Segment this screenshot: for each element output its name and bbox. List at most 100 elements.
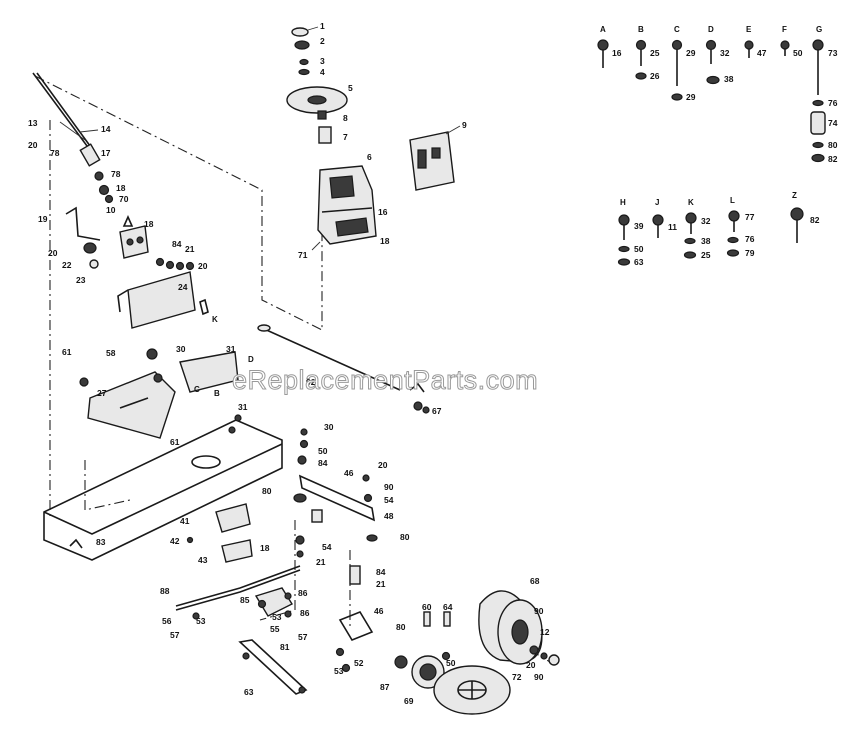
frame-bolt-2 — [234, 414, 242, 422]
hardware-letter-e: E — [746, 25, 752, 34]
bracket-41 — [215, 503, 251, 533]
callout-24: 24 — [178, 282, 188, 292]
callout-54-b: 54 — [322, 542, 332, 552]
letter-c-ref: C — [194, 385, 200, 394]
callout-29-c2: 29 — [686, 92, 696, 102]
hardware-letter-j: J — [655, 198, 659, 207]
instrument-plate — [409, 131, 455, 191]
hardware-key: A 16 B 25 26 C 29 29 D 32 38 E 47 F 50 — [597, 25, 838, 267]
callout-76-g: 76 — [828, 98, 838, 108]
drag-link: 92 67 — [257, 324, 442, 416]
drag-bar-bolt — [242, 652, 250, 660]
arrow-marker — [122, 215, 134, 227]
callout-50-a: 50 — [318, 446, 328, 456]
callout-82-g: 82 — [828, 154, 838, 164]
callout-57-b: 57 — [298, 632, 308, 642]
callout-30-a: 30 — [176, 344, 186, 354]
hardware-letter-g: G — [816, 25, 822, 34]
callout-19: 19 — [38, 214, 48, 224]
callout-84-c: 84 — [376, 567, 386, 577]
callout-61-a: 61 — [62, 347, 72, 357]
dash-lower-panel — [335, 217, 369, 237]
hardware-letter-l: L — [730, 196, 735, 205]
axle-linkage: 30 50 84 80 46 20 90 54 48 80 54 21 84 2… — [262, 422, 410, 676]
callout-16: 16 — [612, 48, 622, 58]
spindle-84 — [349, 565, 361, 585]
callout-68: 68 — [530, 576, 540, 586]
bolt-c — [671, 39, 683, 51]
hardware-letter-c: C — [674, 25, 680, 34]
callout-38-d: 38 — [724, 74, 734, 84]
callout-18-d: 18 — [260, 543, 270, 553]
callout-20-b: 20 — [48, 248, 58, 258]
hardware-letter-d: D — [708, 25, 714, 34]
callout-92: 92 — [306, 377, 316, 387]
nut-d — [706, 75, 720, 85]
washer-67 — [422, 406, 430, 414]
bolt-h — [618, 214, 630, 226]
hardware-letter-z: Z — [792, 191, 797, 200]
callout-80-b: 80 — [400, 532, 410, 542]
steering-column: 1 2 3 4 5 8 7 6 16 18 71 9 — [286, 21, 467, 260]
leader-13 — [59, 121, 86, 141]
callout-21-b: 21 — [316, 557, 326, 567]
lift-rod-assembly: 13 14 20 78 17 78 18 70 19 20 22 23 18 1… — [28, 72, 218, 329]
washer-86-a — [284, 592, 292, 600]
nut-l — [726, 249, 740, 257]
tire-washer-28 — [540, 652, 548, 660]
lift-rod — [32, 72, 91, 151]
washer-g2 — [812, 141, 824, 149]
callout-78-b: 78 — [111, 169, 121, 179]
callout-7: 7 — [343, 132, 348, 142]
callout-78-a: 78 — [50, 148, 60, 158]
callout-80-a: 80 — [262, 486, 272, 496]
hub-washer — [394, 655, 408, 669]
callout-46: 46 — [344, 468, 354, 478]
bolt-g — [812, 39, 824, 51]
bolt-k — [685, 212, 697, 224]
pin-56 — [192, 612, 200, 620]
bolt-e — [744, 40, 754, 50]
callout-11: 11 — [668, 222, 677, 232]
callout-47: 47 — [757, 48, 767, 58]
washer-50-a — [299, 439, 309, 449]
nut-k — [683, 251, 697, 259]
bolt-b — [635, 39, 647, 51]
washer-52 — [335, 647, 345, 657]
steering-hub — [307, 95, 327, 105]
letter-b-ref: B — [214, 389, 220, 398]
callout-43: 43 — [198, 555, 208, 565]
callout-31: 31 — [226, 344, 236, 354]
callout-58: 58 — [106, 348, 116, 358]
callout-74: 74 — [828, 118, 838, 128]
rod-washer — [94, 171, 104, 181]
frame-assembly: 30 31 D C B 27 61 58 61 31 83 41 42 43 1… — [43, 344, 283, 565]
washer-54-a — [363, 493, 373, 503]
part-58 — [146, 348, 158, 360]
callout-46-b: 46 — [374, 606, 384, 616]
cap-1 — [291, 27, 309, 37]
callout-50-h: 50 — [634, 244, 644, 254]
callout-32-d: 32 — [720, 48, 730, 58]
clip-83 — [69, 538, 83, 549]
callout-6: 6 — [367, 152, 372, 162]
callout-10: 10 — [106, 205, 116, 215]
pivot-washer — [89, 259, 99, 269]
callout-72: 72 — [512, 672, 522, 682]
bolt-d — [705, 39, 717, 51]
callout-5: 5 — [348, 83, 353, 93]
callout-38-k: 38 — [701, 236, 711, 246]
lever-handle — [65, 206, 101, 241]
bushing-7 — [318, 126, 332, 144]
callout-80-c: 80 — [396, 622, 406, 632]
washer-86-b — [284, 610, 292, 618]
plate-slot — [417, 149, 427, 169]
washer-20 — [175, 261, 185, 271]
footrest-plate — [87, 371, 176, 439]
callout-2: 2 — [320, 36, 325, 46]
callout-21-c: 21 — [376, 579, 386, 589]
callout-90-a: 90 — [384, 482, 394, 492]
mount-bracket — [127, 271, 196, 329]
axle-bushing-80 — [293, 493, 307, 503]
bracket-31 — [179, 351, 239, 393]
